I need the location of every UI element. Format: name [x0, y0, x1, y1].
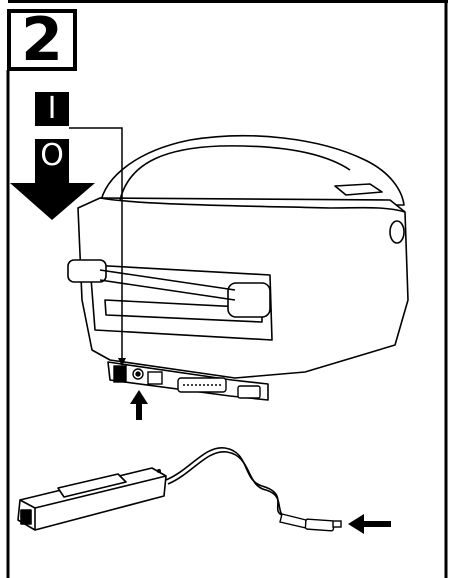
left-arrow-icon	[348, 514, 391, 534]
power-on-symbol: I	[47, 91, 57, 126]
power-on-label: I	[35, 92, 69, 126]
step-number-box: 2	[7, 9, 77, 71]
up-arrow-icon	[130, 390, 148, 420]
switch-leader-line	[69, 127, 123, 365]
power-adapter	[17, 467, 167, 531]
down-arrow-icon	[10, 173, 95, 220]
usb-port	[147, 371, 163, 385]
printer	[67, 134, 409, 401]
power-off-label: O	[35, 139, 69, 173]
dc-cable	[165, 447, 287, 519]
page-border	[6, 0, 448, 578]
step-number: 2	[21, 5, 63, 75]
serial-port	[237, 385, 261, 399]
parallel-port	[177, 377, 227, 393]
power-port	[113, 365, 144, 383]
power-off-symbol: O	[40, 138, 64, 173]
dc-plug	[279, 513, 342, 532]
